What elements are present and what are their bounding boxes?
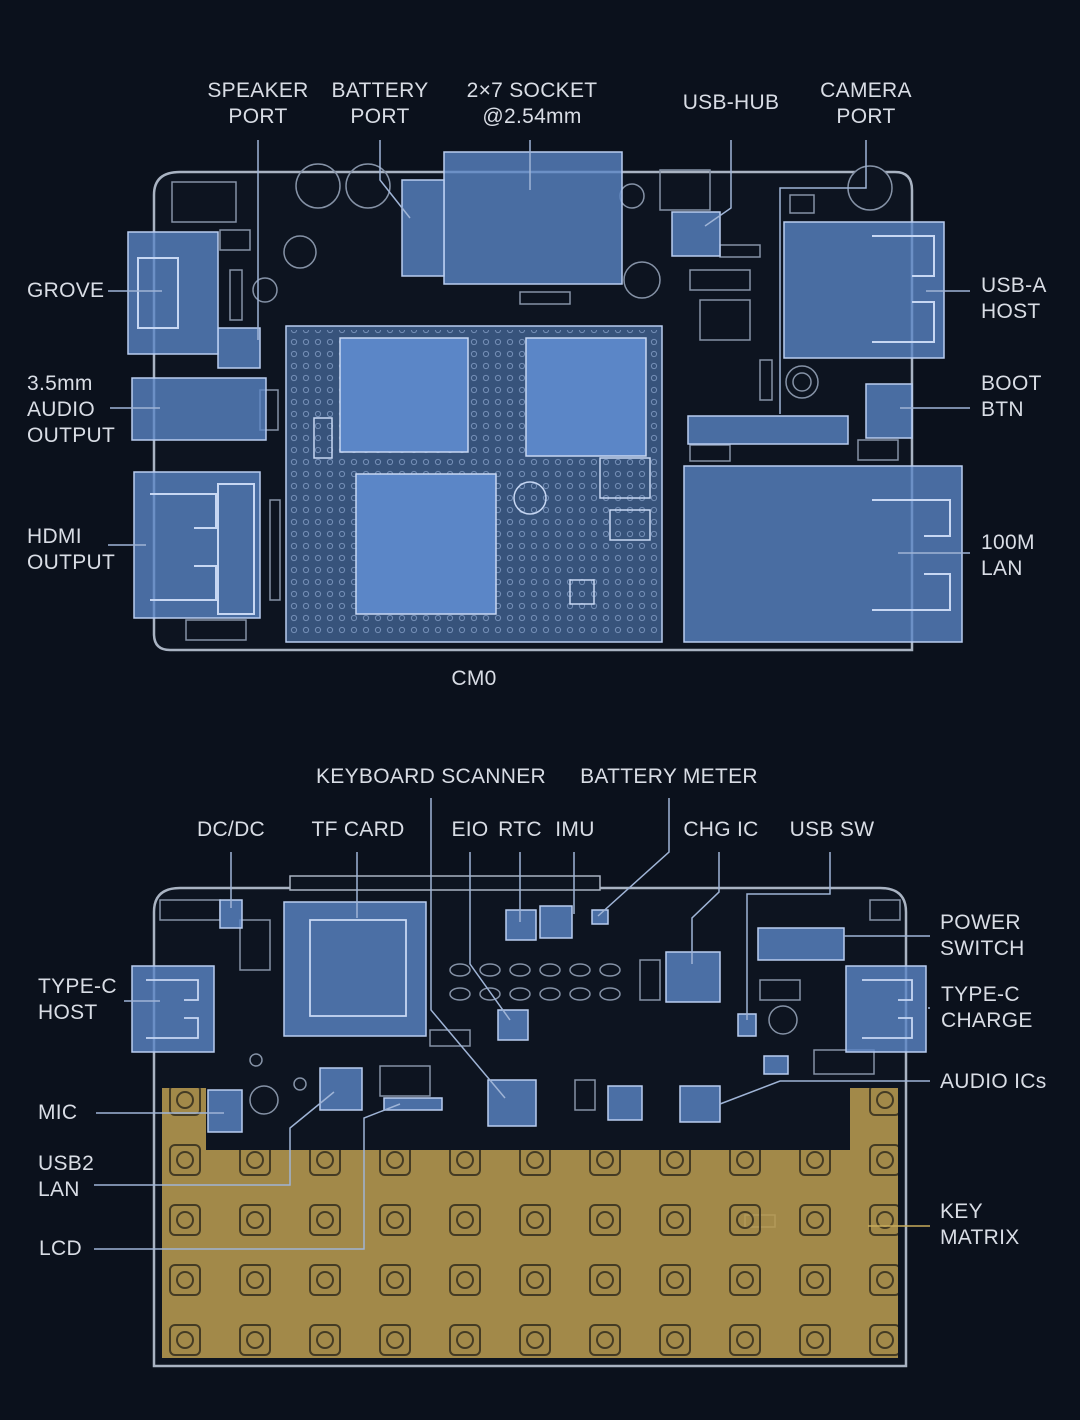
usb2-lan-chip bbox=[319, 1067, 363, 1111]
top-board bbox=[127, 151, 963, 652]
top-leader-lines bbox=[108, 140, 970, 554]
label-cm0: CM0 bbox=[451, 667, 497, 690]
top-small-components bbox=[171, 163, 899, 641]
label-camera-port: CAMERA PORT bbox=[820, 79, 912, 128]
bottom-top-tab bbox=[289, 875, 601, 891]
imu-chip bbox=[539, 905, 573, 939]
battery-meter-chip bbox=[591, 909, 609, 925]
audio-ic-3 bbox=[763, 1055, 789, 1075]
audio-jack bbox=[131, 377, 267, 441]
label-boot-btn: BOOT BTN bbox=[981, 372, 1042, 421]
type-c-inner-outlines bbox=[146, 919, 913, 1039]
usb-hub-chip bbox=[671, 211, 721, 257]
bottom-board bbox=[131, 875, 927, 1368]
label-lcd: LCD bbox=[39, 1237, 82, 1260]
label-type-c-host: TYPE-C HOST bbox=[38, 975, 117, 1024]
cm0-module bbox=[285, 325, 663, 643]
label-dc-dc: DC/DC bbox=[197, 818, 265, 841]
label-chg-ic: CHG IC bbox=[683, 818, 759, 841]
label-battery-port: BATTERY PORT bbox=[331, 79, 429, 128]
label-key-matrix: KEY MATRIX bbox=[940, 1200, 1020, 1249]
label-power-switch: POWER SWITCH bbox=[940, 911, 1025, 960]
socket-2x7 bbox=[443, 151, 623, 285]
label-mic: MIC bbox=[38, 1101, 78, 1124]
label-tf-card: TF CARD bbox=[311, 818, 405, 841]
label-type-c-charge: TYPE-C CHARGE bbox=[941, 983, 1033, 1032]
mic-component bbox=[207, 1089, 243, 1133]
chg-ic-chip bbox=[665, 951, 721, 1003]
label-usb-hub: USB-HUB bbox=[682, 91, 780, 114]
label-speaker-port: SPEAKER PORT bbox=[207, 79, 309, 128]
bottom-highlighted-components bbox=[131, 899, 927, 1133]
raspberry-logo bbox=[513, 481, 547, 515]
boot-button bbox=[865, 383, 913, 439]
usb-a-connector bbox=[783, 221, 945, 359]
battery-port-connector bbox=[401, 179, 445, 277]
speaker-port-connector bbox=[217, 327, 261, 369]
type-c-host-port bbox=[131, 965, 215, 1053]
label-imu: IMU bbox=[555, 818, 595, 841]
label-usb-a-host: USB-A HOST bbox=[981, 274, 1047, 323]
lan-connector bbox=[683, 465, 963, 643]
label-usb-sw: USB SW bbox=[789, 818, 875, 841]
port-inner-outlines bbox=[137, 235, 951, 615]
eio-chip bbox=[497, 1009, 529, 1041]
key-matrix-area bbox=[162, 1088, 898, 1358]
label-grove: GROVE bbox=[27, 279, 105, 302]
tf-card-slot bbox=[283, 901, 427, 1037]
hdmi-connector bbox=[133, 471, 261, 619]
audio-ic-1 bbox=[607, 1085, 643, 1121]
label-2x7-socket: 2×7 SOCKET @2.54mm bbox=[466, 79, 598, 128]
lcd-connector bbox=[383, 1097, 443, 1111]
power-switch bbox=[757, 927, 845, 961]
rtc-chip bbox=[505, 909, 537, 941]
top-highlighted-components bbox=[127, 151, 963, 643]
label-100m-lan: 100M LAN bbox=[981, 531, 1035, 580]
label-rtc: RTC bbox=[498, 818, 542, 841]
camera-port-connector bbox=[687, 415, 849, 445]
audio-ic-2 bbox=[679, 1085, 721, 1123]
type-c-charge-port bbox=[845, 965, 927, 1053]
bottom-leader-lines bbox=[94, 798, 930, 1250]
label-audio-output: 3.5mm AUDIO OUTPUT bbox=[27, 372, 116, 447]
label-usb2-lan: USB2 LAN bbox=[38, 1152, 95, 1201]
grove-connector bbox=[127, 231, 219, 355]
label-eio: EIO bbox=[451, 818, 489, 841]
label-battery-meter: BATTERY METER bbox=[580, 765, 758, 788]
label-audio-ics: AUDIO ICs bbox=[940, 1070, 1047, 1093]
resistor-ovals bbox=[449, 963, 621, 1001]
label-hdmi-output: HDMI OUTPUT bbox=[27, 525, 116, 574]
label-keyboard-scanner: KEYBOARD SCANNER bbox=[315, 765, 547, 788]
